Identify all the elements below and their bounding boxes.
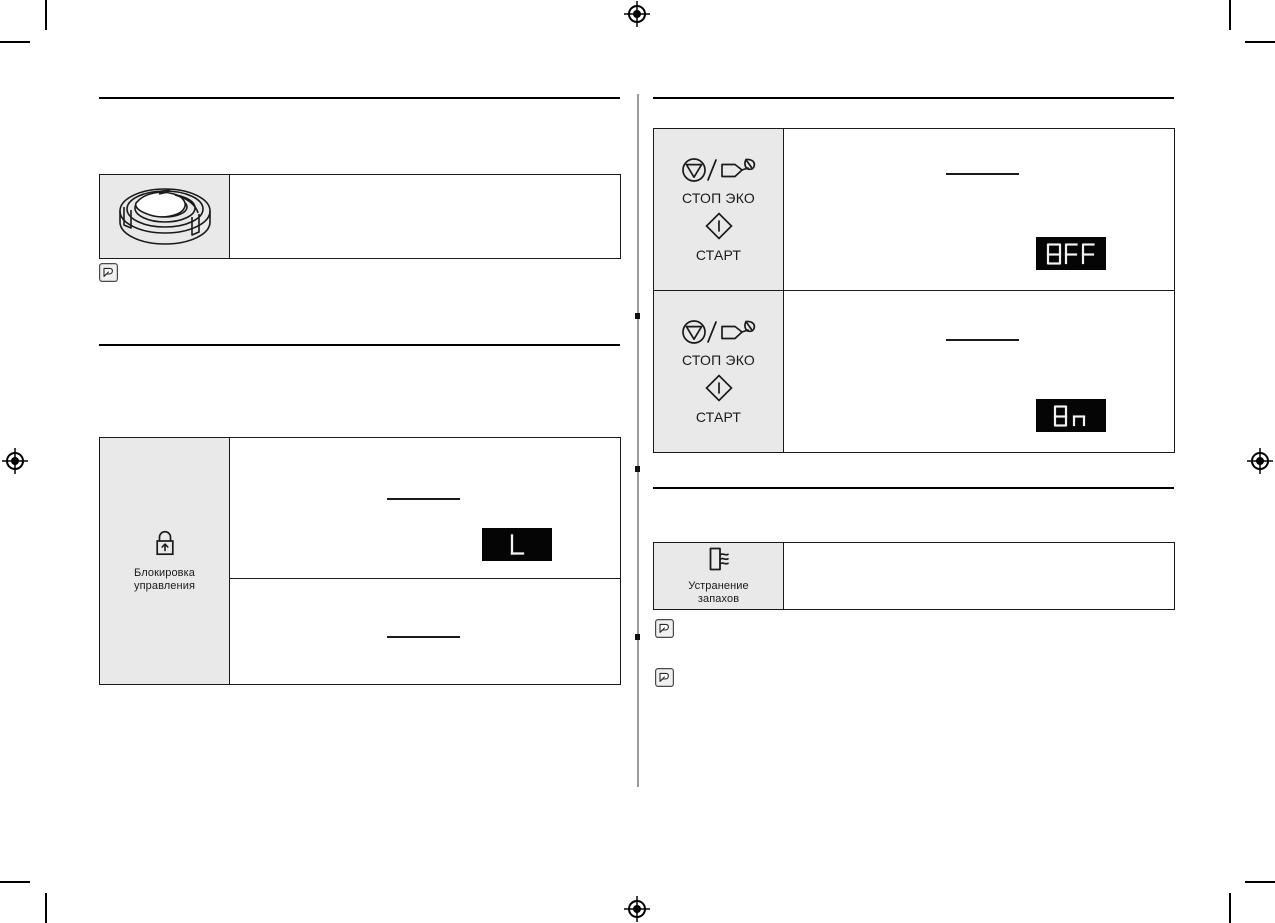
control-lock-row-unlock-underline — [387, 636, 460, 638]
control-lock-led-display — [482, 528, 552, 561]
control-lock-table: Блокировка управления — [99, 437, 621, 685]
eco-off-led-display — [1036, 237, 1106, 270]
crop-mark-bottom-right-horizontal — [1245, 881, 1275, 883]
column-divider-marker-1 — [635, 313, 640, 319]
stop-eco-start-icon-cell-on: СТОП ЭКО СТАРТ — [654, 291, 784, 452]
control-lock-label-line-1: Блокировка — [134, 567, 195, 579]
stop-eco-caption-on: СТОП ЭКО — [682, 351, 755, 368]
control-lock-row-unlock-body — [230, 579, 620, 684]
microwave-turntable-ring-illustration — [112, 181, 218, 253]
stop-eco-start-body-on — [784, 291, 1174, 452]
deodorize-label: Устранение запахов — [688, 580, 749, 606]
note-badge-right-2 — [655, 668, 674, 687]
stop-eco-start-underline-off — [946, 173, 1019, 175]
section-rule-left-top — [99, 97, 620, 99]
stop-eco-start-icon-cell-off: СТОП ЭКО СТАРТ — [654, 129, 784, 290]
crop-mark-top-left-horizontal — [0, 41, 30, 43]
deodorize-description-cell — [784, 543, 1174, 609]
deodorize-icon-cell: Устранение запахов — [654, 543, 784, 609]
turntable-illustration-cell — [100, 175, 230, 258]
deodorize-row: Устранение запахов — [654, 543, 1174, 609]
turntable-description-cell — [230, 175, 620, 258]
section-rule-right-middle — [653, 487, 1174, 489]
start-diamond-icon-off — [704, 211, 733, 245]
section-rule-left-middle — [99, 344, 620, 346]
stop-eco-caption-off: СТОП ЭКО — [682, 189, 755, 206]
stop-eco-start-row-off: СТОП ЭКО СТАРТ — [654, 129, 1174, 290]
crop-mark-bottom-left-vertical — [45, 893, 47, 923]
note-badge-left-1 — [99, 263, 118, 282]
control-lock-row-unlock — [230, 578, 620, 684]
start-caption-off: СТАРТ — [695, 246, 742, 263]
led-segments-On — [1053, 404, 1086, 427]
stop-eco-start-underline-on — [946, 339, 1019, 341]
deodorize-label-line-1: Устранение — [688, 580, 749, 592]
registration-target-top-center — [624, 1, 650, 27]
crop-mark-top-right-horizontal — [1245, 41, 1275, 43]
column-divider-marker-3 — [635, 634, 640, 640]
deodorize-label-line-2: запахов — [697, 593, 740, 605]
registration-target-right-middle — [1247, 448, 1273, 474]
crop-mark-bottom-right-vertical — [1229, 893, 1231, 923]
turntable-row — [100, 175, 620, 258]
control-lock-row-lock — [230, 438, 620, 578]
turntable-table — [99, 174, 621, 259]
stop-eco-start-body-off — [784, 129, 1174, 290]
deodorize-table: Устранение запахов — [653, 542, 1175, 610]
section-rule-right-top — [653, 97, 1174, 99]
registration-target-bottom-center — [624, 896, 650, 922]
crop-mark-top-right-vertical — [1229, 0, 1231, 30]
note-badge-right-1 — [655, 619, 674, 638]
crop-mark-bottom-left-horizontal — [0, 881, 30, 883]
stop-eco-button-glyph-on — [680, 318, 758, 349]
start-caption-on: СТАРТ — [695, 408, 742, 425]
column-divider — [637, 94, 639, 787]
control-lock-row-lock-underline — [387, 498, 460, 500]
control-lock-rows — [230, 438, 620, 684]
control-lock-label-line-2: управления — [134, 580, 195, 592]
eco-on-led-display — [1036, 399, 1106, 432]
control-lock-label: Блокировка управления — [134, 567, 195, 593]
stop-eco-start-row-on: СТОП ЭКО СТАРТ — [654, 290, 1174, 452]
odor-removal-waves-icon — [706, 546, 732, 577]
stop-eco-button-glyph-off — [680, 156, 758, 187]
registration-target-left-middle — [2, 448, 28, 474]
start-diamond-icon-on — [704, 373, 733, 407]
padlock-up-arrow-icon — [152, 529, 178, 562]
led-segments-OFF — [1046, 242, 1095, 265]
column-divider-marker-2 — [635, 466, 640, 472]
led-segments-L — [510, 533, 525, 555]
stop-eco-start-table: СТОП ЭКО СТАРТ — [653, 128, 1175, 453]
crop-mark-top-left-vertical — [45, 0, 47, 30]
control-lock-row-lock-body — [230, 438, 620, 578]
control-lock-icon-cell: Блокировка управления — [100, 438, 230, 684]
